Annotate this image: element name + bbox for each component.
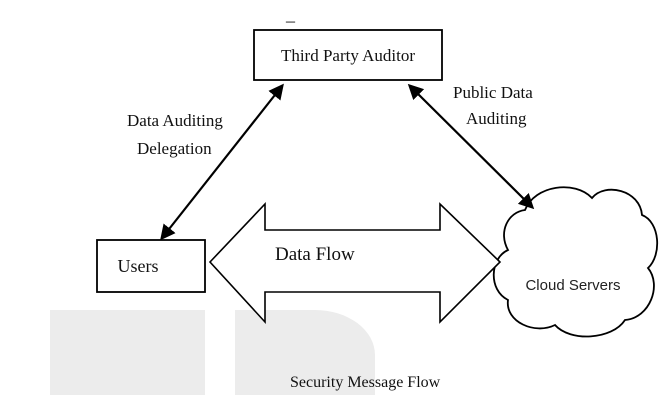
top-mark: _ [285,4,296,24]
watermark [50,310,375,395]
delegation-label-line2: Delegation [137,139,212,158]
delegation-label-line1: Data Auditing [127,111,223,130]
cloud-servers-label: Cloud Servers [525,277,620,294]
public-auditing-label-line1: Public Data [453,83,533,102]
public-auditing-arrow [407,83,535,210]
users-label: Users [118,256,159,276]
public-auditing-label-line2: Auditing [466,109,527,128]
third-party-auditor-box [253,29,443,81]
data-flow-arrow [208,201,502,325]
users-box [96,239,206,293]
data-flow-label: Data Flow [275,244,355,265]
security-message-flow-label: Security Message Flow [290,374,441,391]
cloud-servers-shape [492,186,659,338]
delegation-arrow [160,83,284,241]
third-party-auditor-label: Third Party Auditor [281,46,415,65]
